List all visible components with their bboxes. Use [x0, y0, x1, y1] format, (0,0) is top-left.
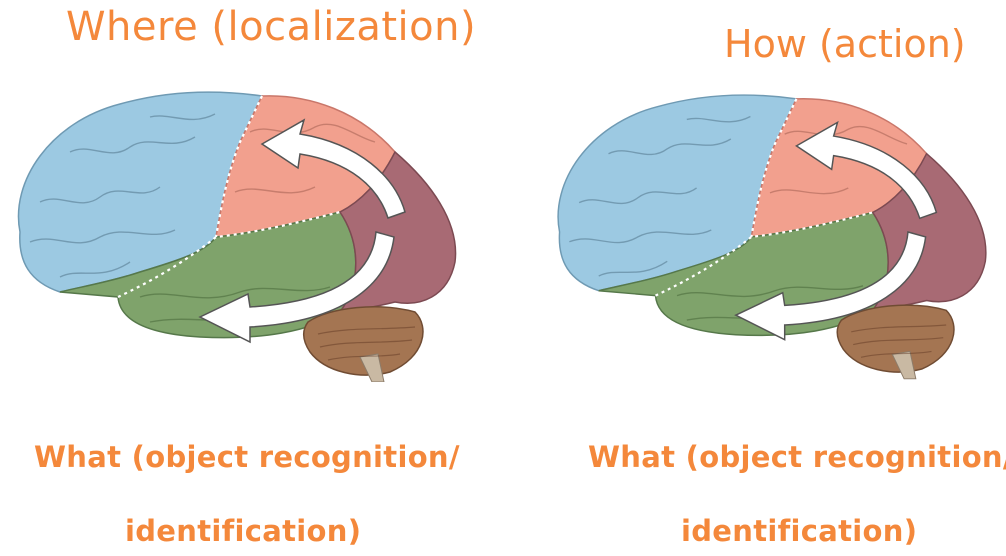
right-brain-diagram	[540, 82, 1000, 382]
what-label-right-line2: identification)	[681, 514, 917, 548]
what-label-right-line1: What (object recognition/	[588, 440, 1006, 474]
what-label-left-line1: What (object recognition/	[34, 440, 460, 474]
how-action-title: How (action)	[724, 22, 966, 66]
left-brain-diagram	[0, 82, 470, 382]
what-label-left-line2: identification)	[125, 514, 361, 548]
where-localization-title: Where (localization)	[66, 4, 476, 50]
